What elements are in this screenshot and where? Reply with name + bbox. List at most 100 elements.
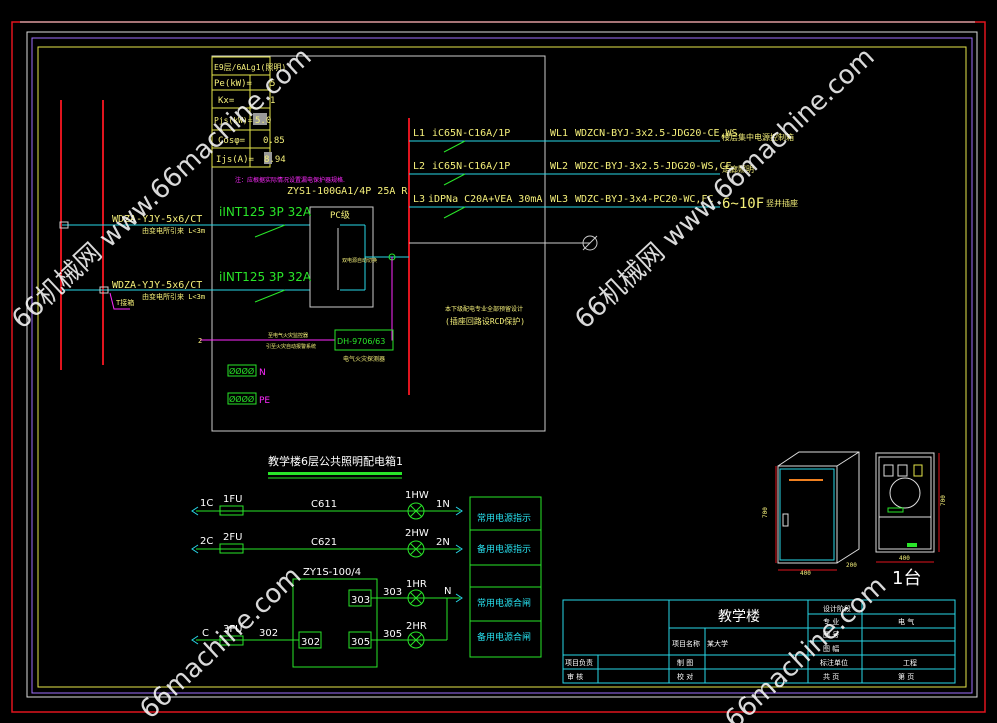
tb-unit-value: 工程: [903, 658, 917, 667]
cabinet-quantity: 1台: [892, 568, 921, 589]
row1-fuse: 1FU: [223, 494, 242, 505]
circuit-l3-dest: 竖井插座: [766, 198, 798, 208]
ats-inner-label: 双电源自动切换: [342, 257, 377, 264]
title-underline: [268, 472, 402, 475]
fire-line-number: 2: [198, 337, 202, 345]
incoming-2-breaker: iINT125 3P 32A: [219, 270, 312, 284]
incoming-1-cable: WDZA-YJY-5x6/CT: [112, 214, 202, 225]
cabinet-inner-width: 400: [899, 555, 910, 562]
rcd-note-2: (插座回路设RCD保护): [445, 316, 525, 326]
cabinet-height: 700: [762, 507, 769, 518]
tb-project-name: 某大学: [707, 639, 728, 648]
tb-project-title: 教学楼: [718, 609, 760, 625]
watermark-left: 66机械网 www.66machine.com: [6, 42, 317, 335]
row1-source: 1C: [200, 498, 213, 509]
terminal-303: 303: [351, 595, 370, 606]
circuit-l2-breaker: iC65N-C16A/1P: [432, 161, 510, 172]
legend-backup-power-indicator: 备用电源指示: [477, 543, 531, 555]
pe-terminal-block: ØØØØ: [229, 394, 254, 404]
terminal-305: 305: [351, 637, 370, 648]
row2-wire: C621: [311, 537, 337, 548]
ijs-highlight: [264, 152, 272, 164]
load-value-pe: 5: [270, 79, 275, 89]
tb-review: 审 核: [567, 672, 583, 681]
incoming-2-cable: WDZA-YJY-5x6/CT: [112, 280, 202, 291]
tb-draw: 制 图: [677, 658, 693, 667]
tb-total: 共 页: [823, 672, 839, 681]
load-label-cos: Cosφ=: [218, 136, 246, 146]
control-diagram-title: 教学楼6层公共照明配电箱1: [268, 454, 403, 468]
yellow-frame: [37, 46, 967, 688]
tb-design-stage: 设计阶段: [823, 604, 851, 613]
lamp-1hr: 1HR: [406, 579, 427, 590]
row2-out: 2N: [436, 537, 450, 548]
cabinet-inner-height: 700: [940, 495, 947, 506]
row1-lamp: 1HW: [405, 490, 429, 501]
incoming-1-breaker: iINT125 3P 32A: [219, 205, 312, 219]
cabinet-width: 400: [800, 570, 811, 577]
circuit-l3-breaker: iDPNa C20A+VEA 30mA: [428, 194, 542, 205]
row3-source: C: [202, 628, 209, 639]
incoming-tag: T接箱: [116, 298, 134, 307]
n-terminal-block: ØØØØ: [229, 366, 254, 376]
load-value-pjs: 5.0: [255, 116, 271, 126]
tb-check: 校 对: [677, 672, 693, 681]
legend-normal-power-close: 常用电源合闸: [477, 597, 531, 609]
fire-line-label-2: 引至火灾自动报警系统: [266, 343, 316, 350]
circuit-l3-dest-floors: 6~10F: [722, 196, 764, 212]
circuit-l1-wl: WL1: [550, 128, 568, 139]
circuit-l3-cable: WDZC-BYJ-3x4-PC20-WC,FC: [575, 194, 713, 205]
circuit-l3-wl: WL3: [550, 194, 568, 205]
cabinet-front-view: [775, 451, 860, 571]
fire-line-label-1: 至电气火灾监控器: [268, 332, 308, 339]
circuit-l2-wl: WL2: [550, 161, 568, 172]
fire-device-model: DH-9706/63: [337, 337, 385, 346]
pe-terminal-label: PE: [259, 396, 270, 406]
wire-303: 303: [383, 587, 402, 598]
tb-major-value: 电 气: [898, 617, 914, 626]
watermark-right: 66机械网 www.66machine.com: [569, 42, 880, 335]
row1-wire: C611: [311, 499, 337, 510]
load-value-cos: 0.85: [263, 136, 285, 146]
lamp-crosses: [409, 504, 423, 647]
terminal-302: 302: [301, 637, 320, 648]
note-text: 注：应根据实际情况设置漏电保护器规格.: [235, 176, 345, 184]
cabinet-inner-view: [875, 452, 940, 563]
load-label-ijs: Ijs(A)=: [216, 155, 255, 165]
title-block: [562, 599, 956, 684]
purple-border: [31, 37, 973, 694]
tb-project-name-label: 项目名称: [672, 639, 700, 648]
ats-model: ZY1S-100/4: [303, 567, 361, 578]
circuit-l1-id: L1: [413, 128, 425, 139]
row2-fuse: 2FU: [223, 532, 242, 543]
row3-wire: 302: [259, 628, 278, 639]
wire-305: 305: [383, 629, 402, 640]
circuit-l2-id: L2: [413, 161, 425, 172]
incoming-1-length: 由变电所引来 L<3m: [142, 226, 205, 235]
lamp-2hr: 2HR: [406, 621, 427, 632]
row1-out: 1N: [436, 499, 450, 510]
load-table: [211, 56, 271, 168]
load-label-pe: Pe(kW)=: [214, 79, 253, 89]
neutral-label: N: [444, 586, 451, 597]
row2-lamp: 2HW: [405, 528, 429, 539]
pjs-highlight: [253, 113, 267, 125]
tb-drawing-no: 图 号: [823, 631, 839, 639]
load-label-kx: Kx=: [218, 96, 235, 106]
circuit-l2-dest: 走廊照明: [722, 164, 754, 174]
circuit-l1-cable: WDZCN-BYJ-3x2.5-JDG20-CE,WS: [575, 128, 738, 139]
tb-sheet: 图 幅: [823, 644, 839, 653]
load-table-title: E9层/6ALg1(照明): [214, 63, 286, 72]
incoming-lines: [59, 206, 409, 405]
watermark-bottom-left: 66machine.com: [134, 561, 307, 723]
rcd-note-1: 本下级配电专业全部预留设计: [445, 305, 523, 313]
ats-label: PC级: [330, 209, 350, 221]
watermark-bottom-right: 66machine.com: [719, 571, 892, 723]
circuit-l3-id: L3: [413, 194, 425, 205]
fire-device-caption: 电气火灾探测器: [343, 355, 385, 363]
terminal-arrows: [191, 506, 463, 645]
circuit-l1-dest: 楼层集中电源控制箱: [722, 132, 794, 142]
circuit-l1-breaker: iC65N-C16A/1P: [432, 128, 510, 139]
legend-normal-power-indicator: 常用电源指示: [477, 512, 531, 524]
